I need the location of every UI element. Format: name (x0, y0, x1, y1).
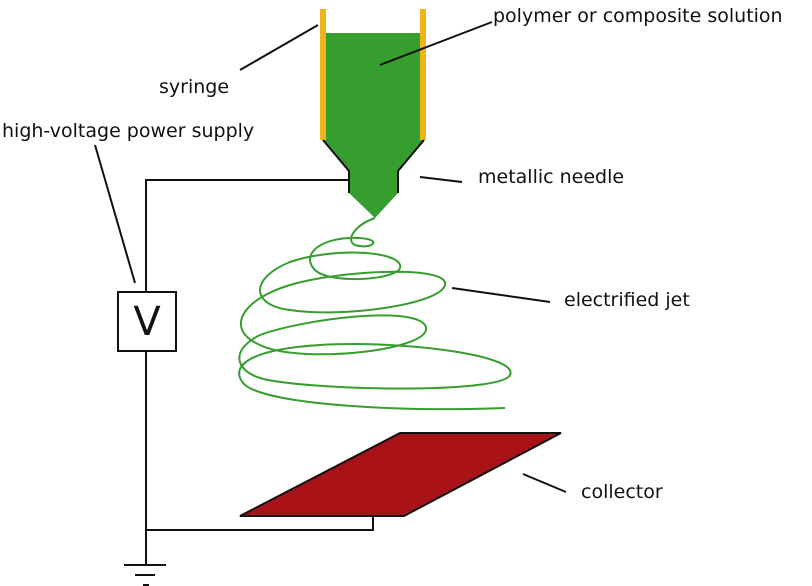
leader-collector (522, 473, 567, 493)
needle-outline-right (397, 139, 425, 193)
label-needle: metallic needle (478, 166, 625, 188)
leader-solution (379, 21, 493, 66)
label-power-supply: high-voltage power supply (2, 120, 255, 142)
voltage-source-label: V (133, 298, 161, 345)
voltage-source-box (117, 291, 177, 352)
polymer-solution (323, 33, 424, 218)
syringe-wall-right (420, 9, 426, 140)
leader-jet (451, 287, 551, 303)
label-jet: electrified jet (564, 289, 690, 311)
wire-collector-to-ground (146, 516, 374, 531)
wire-needle-to-supply (145, 179, 349, 292)
needle-outline-left (322, 139, 350, 193)
label-collector: collector (581, 481, 663, 503)
label-syringe: syringe (159, 76, 230, 98)
leader-syringe (239, 24, 319, 71)
syringe-wall-left (320, 9, 326, 140)
electrified-jet (238, 217, 512, 411)
leader-power-supply (94, 144, 136, 284)
label-solution: polymer or composite solution (493, 5, 783, 27)
leader-needle (419, 176, 463, 183)
ground-icon (124, 564, 166, 586)
collector-plate (239, 432, 562, 517)
